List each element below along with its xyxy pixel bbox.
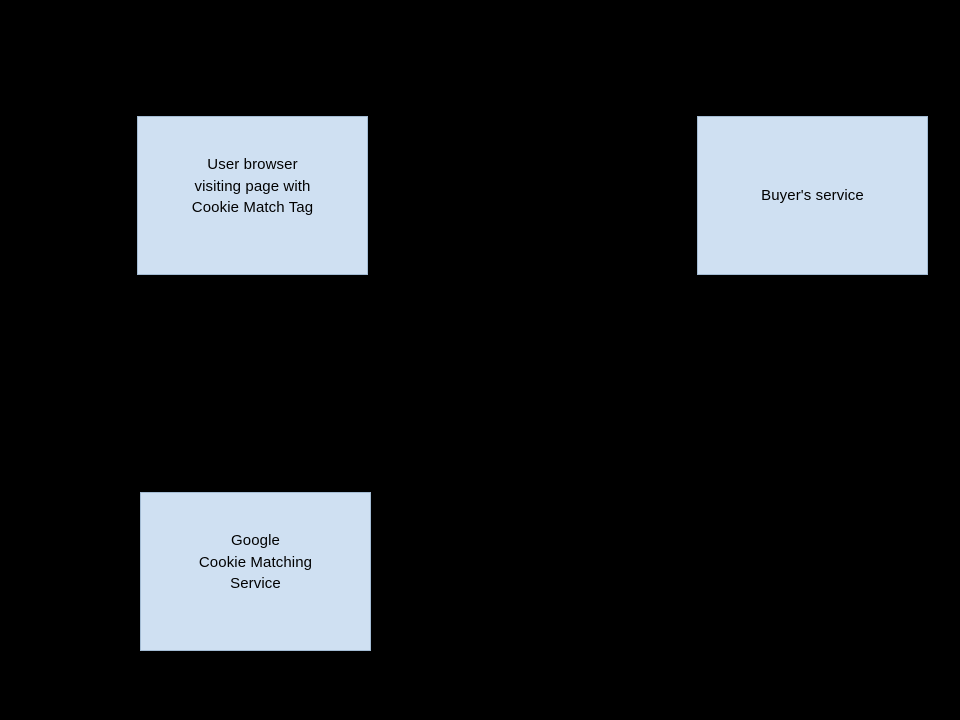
- node-user-browser-label: User browser visiting page with Cookie M…: [191, 156, 314, 217]
- node-google-cookie-matching-service-label: Google Cookie Matching Service: [198, 532, 313, 593]
- node-buyers-service[interactable]: Buyer's service: [697, 116, 928, 275]
- node-google-cookie-matching-service[interactable]: Google Cookie Matching Service: [140, 492, 371, 651]
- node-user-browser[interactable]: User browser visiting page with Cookie M…: [137, 116, 368, 275]
- node-buyers-service-label: Buyer's service: [761, 186, 864, 204]
